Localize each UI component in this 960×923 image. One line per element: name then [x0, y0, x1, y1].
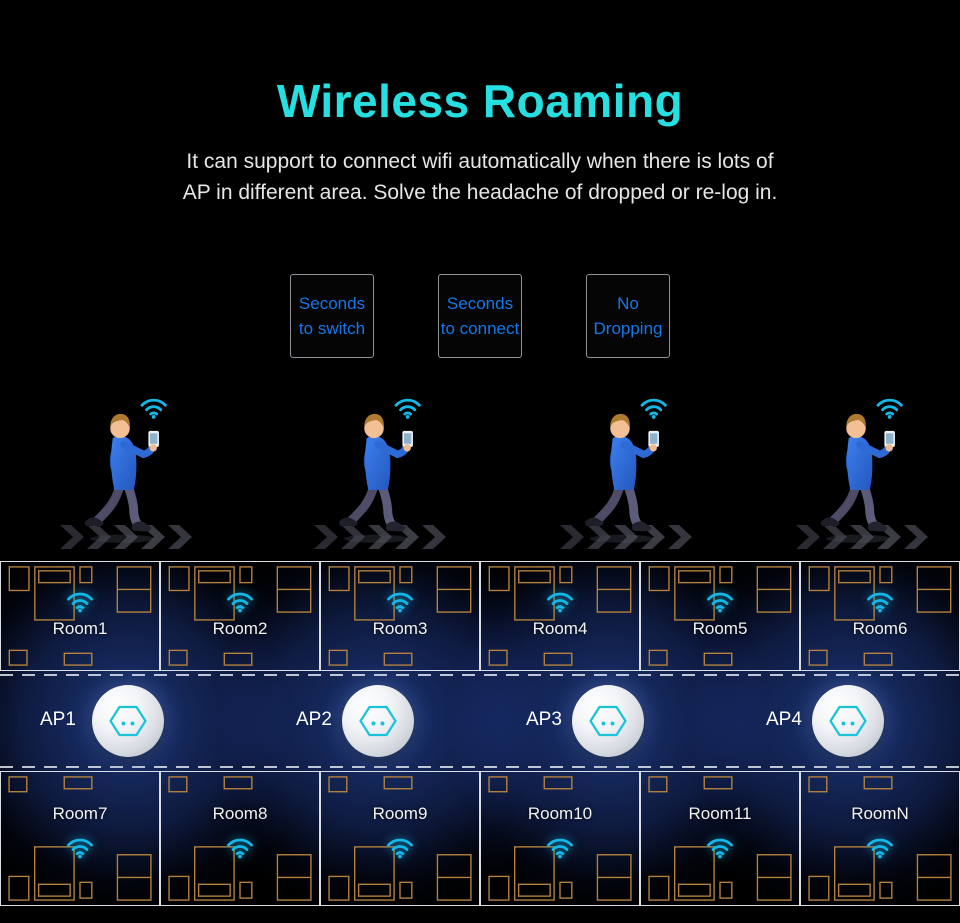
- subtitle-line-2: AP in different area. Solve the headache…: [182, 181, 778, 204]
- furniture-outline-icon: [481, 562, 639, 670]
- wifi-icon: [705, 836, 735, 859]
- room-label: Room10: [527, 804, 593, 823]
- furniture-outline-icon: [161, 562, 319, 670]
- hexagon-logo-icon: [358, 704, 398, 738]
- walking-user-3: [558, 396, 708, 566]
- room-cell-bottom-5: Room11: [640, 771, 800, 906]
- person-with-phone-icon: [808, 396, 930, 546]
- room-cell-top-5: Room5: [640, 561, 800, 671]
- room-label: Room1: [52, 619, 108, 638]
- page-title: Wireless Roaming: [276, 75, 684, 127]
- ap-label: AP3: [526, 709, 562, 730]
- wifi-icon: [385, 590, 415, 613]
- room-label: Room11: [688, 804, 752, 823]
- room-label: Room3: [372, 619, 428, 638]
- walking-user-1: [58, 396, 208, 566]
- room-cell-bottom-1: Room7: [0, 771, 160, 906]
- wifi-icon: [865, 836, 895, 859]
- hexagon-logo-icon: [108, 704, 148, 738]
- subtitle-line-1: It can support to connect wifi automatic…: [186, 150, 774, 173]
- room-label: Room8: [212, 804, 268, 823]
- furniture-outline-icon: [321, 562, 479, 670]
- room-cell-bottom-3: Room9: [320, 771, 480, 906]
- subtitle: It can support to connect wifi automatic…: [0, 146, 960, 208]
- feature-no-dropping: No Dropping: [586, 274, 670, 358]
- hexagon-logo-icon: [588, 704, 628, 738]
- furniture-outline-icon: [801, 562, 959, 670]
- ap-device-icon: [812, 685, 884, 757]
- room-cell-bottom-6: RoomN: [800, 771, 960, 906]
- wifi-icon: [545, 590, 575, 613]
- room-label: Room7: [52, 804, 108, 823]
- walking-user-4: [794, 396, 944, 566]
- ap-device-icon: [572, 685, 644, 757]
- wifi-icon: [225, 836, 255, 859]
- room-label: Room4: [532, 619, 588, 638]
- person-with-phone-icon: [326, 396, 448, 546]
- walking-user-2: [312, 396, 462, 566]
- person-with-phone-icon: [572, 396, 694, 546]
- room-cell-bottom-2: Room8: [160, 771, 320, 906]
- wifi-icon: [65, 836, 95, 859]
- ap-device-icon: [342, 685, 414, 757]
- room-cell-bottom-4: Room10: [480, 771, 640, 906]
- ap-label: AP4: [766, 709, 802, 730]
- room-cell-top-4: Room4: [480, 561, 640, 671]
- feature-seconds-to-connect: Seconds to connect: [438, 274, 522, 358]
- wifi-icon: [545, 836, 575, 859]
- hexagon-logo-icon: [828, 704, 868, 738]
- person-with-phone-icon: [72, 396, 194, 546]
- wifi-icon: [385, 836, 415, 859]
- ap-label: AP2: [296, 709, 332, 730]
- room-cell-top-3: Room3: [320, 561, 480, 671]
- room-label: Room2: [212, 619, 268, 638]
- ap-label: AP1: [40, 709, 76, 730]
- room-label: RoomN: [851, 804, 909, 823]
- feature-badges: Seconds to switch Seconds to connect No …: [0, 274, 960, 358]
- wifi-icon: [65, 590, 95, 613]
- room-cell-top-1: Room1: [0, 561, 160, 671]
- furniture-outline-icon: [1, 562, 159, 670]
- room-label: Room9: [372, 804, 428, 823]
- room-cell-top-6: Room6: [800, 561, 960, 671]
- feature-seconds-to-switch: Seconds to switch: [290, 274, 374, 358]
- ap-device-icon: [92, 685, 164, 757]
- wifi-icon: [705, 590, 735, 613]
- wifi-icon: [865, 590, 895, 613]
- furniture-outline-icon: [641, 562, 799, 670]
- room-label: Room5: [692, 619, 748, 638]
- floor-plan: Room1 Room2 Room3 Room4 Room5 Room6: [0, 561, 960, 906]
- wifi-icon: [225, 590, 255, 613]
- room-label: Room6: [852, 619, 908, 638]
- room-cell-top-2: Room2: [160, 561, 320, 671]
